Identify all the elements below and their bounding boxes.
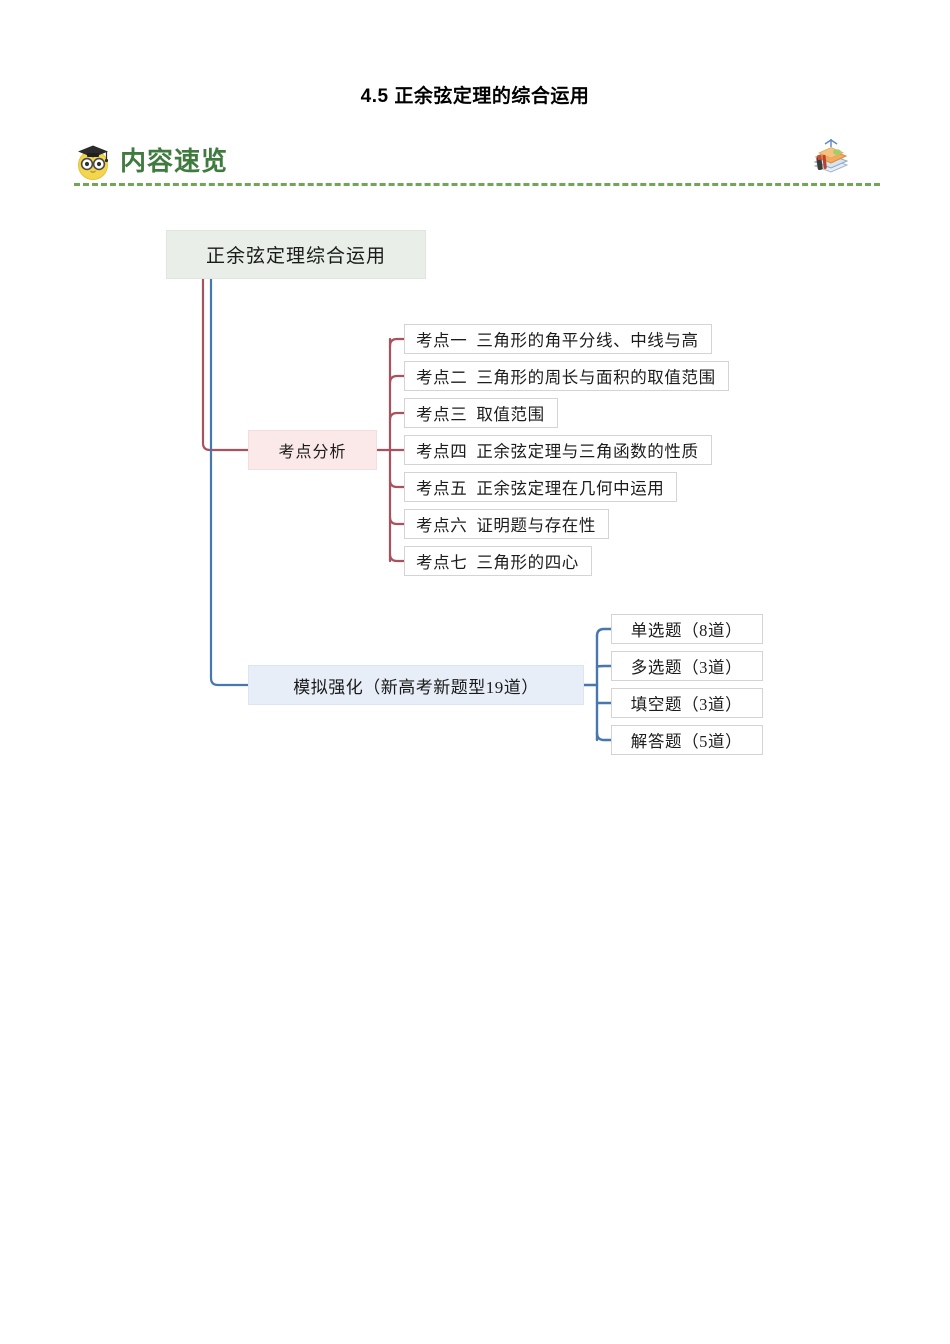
mindmap-branch-kaodian-fenxi[interactable]: 考点分析 <box>248 430 377 470</box>
mindmap-leaf-kaodian-1[interactable]: 考点一 三角形的角平分线、中线与高 <box>404 324 712 354</box>
page-title: 4.5 正余弦定理的综合运用 <box>360 86 590 107</box>
leaf-index-label: 考点三 <box>416 405 468 424</box>
mindmap-root-label: 正余弦定理综合运用 <box>205 246 386 267</box>
leaf-text-label: 解答题（5道） <box>630 732 743 751</box>
section-header: 内容速览 <box>68 133 882 191</box>
section-divider <box>74 183 880 186</box>
mindmap-branch-label: 考点分析 <box>278 444 347 461</box>
leaf-index-label: 考点七 <box>416 553 468 572</box>
leaf-index-label: 考点一 <box>416 331 468 350</box>
mindmap-branch-label: 模拟强化（新高考新题型19道） <box>293 677 539 697</box>
leaf-text-label: 多选题（3道） <box>630 658 743 677</box>
owl-graduate-icon <box>72 139 116 183</box>
mindmap-leaf-kaodian-6[interactable]: 考点六 证明题与存在性 <box>404 509 610 539</box>
leaf-index-label: 考点五 <box>416 479 468 498</box>
leaf-text-label: 填空题（3道） <box>630 695 743 714</box>
mindmap-leaf-kaodian-7[interactable]: 考点七 三角形的四心 <box>404 546 592 576</box>
mindmap-leaf-danxuanti[interactable]: 单选题（8道） <box>611 614 763 644</box>
mindmap-leaf-kaodian-2[interactable]: 考点二 三角形的周长与面积的取值范围 <box>404 361 729 391</box>
leaf-text-label: 取值范围 <box>476 405 545 424</box>
leaf-index-label: 考点四 <box>416 442 468 461</box>
leaf-index-label: 考点二 <box>416 368 468 387</box>
mindmap-leaf-kaodian-3[interactable]: 考点三 取值范围 <box>404 398 558 428</box>
mindmap-leaf-kaodian-5[interactable]: 考点五 正余弦定理在几何中运用 <box>404 472 678 502</box>
leaf-text-label: 正余弦定理在几何中运用 <box>476 479 665 498</box>
mindmap-branch-moni-qianghua[interactable]: 模拟强化（新高考新题型19道） <box>248 665 584 705</box>
mindmap-leaf-jiedati[interactable]: 解答题（5道） <box>611 725 763 755</box>
section-header-label: 内容速览 <box>120 146 229 176</box>
mindmap-leaf-duoxuanti[interactable]: 多选题（3道） <box>611 651 763 681</box>
leaf-text-label: 三角形的四心 <box>476 553 579 572</box>
leaf-index-label: 考点六 <box>416 516 468 535</box>
mindmap-leaf-kaodian-4[interactable]: 考点四 正余弦定理与三角函数的性质 <box>404 435 712 465</box>
leaf-text-label: 证明题与存在性 <box>476 516 597 535</box>
leaf-text-label: 正余弦定理与三角函数的性质 <box>476 442 699 461</box>
leaf-text-label: 三角形的周长与面积的取值范围 <box>476 368 716 387</box>
mindmap-root-node[interactable]: 正余弦定理综合运用 <box>166 230 426 279</box>
books-icon <box>806 133 854 181</box>
leaf-text-label: 单选题（8道） <box>630 621 743 640</box>
mindmap-leaf-tiankongti[interactable]: 填空题（3道） <box>611 688 763 718</box>
leaf-text-label: 三角形的角平分线、中线与高 <box>476 331 699 350</box>
